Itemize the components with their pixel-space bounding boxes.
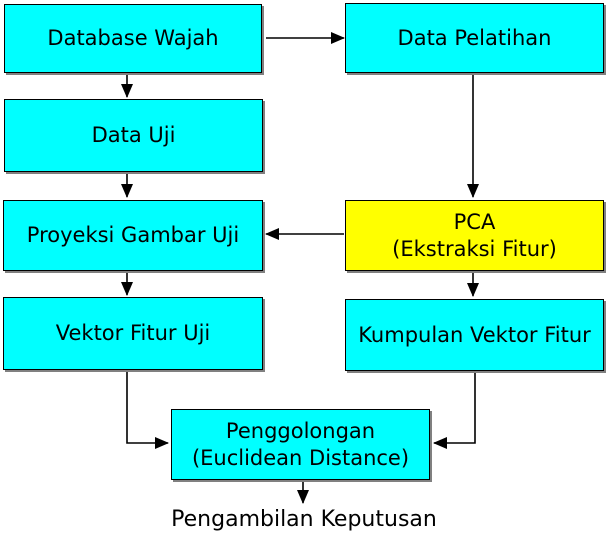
- arrow-kumpulan-to-penggolongan: [433, 373, 476, 449]
- node-sublabel: (Ekstraksi Fitur): [392, 236, 557, 261]
- node-label: Vektor Fitur Uji: [55, 321, 211, 345]
- node-label: Kumpulan Vektor Fitur: [358, 322, 591, 347]
- node-penggolongan: Penggolongan (Euclidean Distance): [171, 409, 430, 480]
- node-label: Database Wajah: [47, 26, 219, 50]
- node-label: Penggolongan: [225, 418, 376, 443]
- node-data-pelatihan: Data Pelatihan: [345, 3, 604, 73]
- node-label: Data Pelatihan: [397, 25, 552, 50]
- node-pca-ekstraksi-fitur: PCA (Ekstraksi Fitur): [345, 200, 604, 271]
- node-label: Proyeksi Gambar Uji: [26, 223, 240, 247]
- node-data-uji: Data Uji: [4, 99, 263, 172]
- node-label: PCA: [453, 209, 496, 234]
- node-label: Data Uji: [91, 123, 176, 147]
- arrow-vektor-fitur-uji-to-penggolongan: [126, 372, 169, 449]
- node-proyeksi-gambar-uji: Proyeksi Gambar Uji: [3, 200, 263, 271]
- node-database-wajah: Database Wajah: [4, 4, 262, 73]
- node-vektor-fitur-uji: Vektor Fitur Uji: [3, 297, 263, 370]
- node-sublabel: (Euclidean Distance): [191, 445, 410, 470]
- end-label-pengambilan-keputusan: Pengambilan Keputusan: [171, 507, 437, 532]
- node-kumpulan-vektor-fitur: Kumpulan Vektor Fitur: [345, 299, 604, 371]
